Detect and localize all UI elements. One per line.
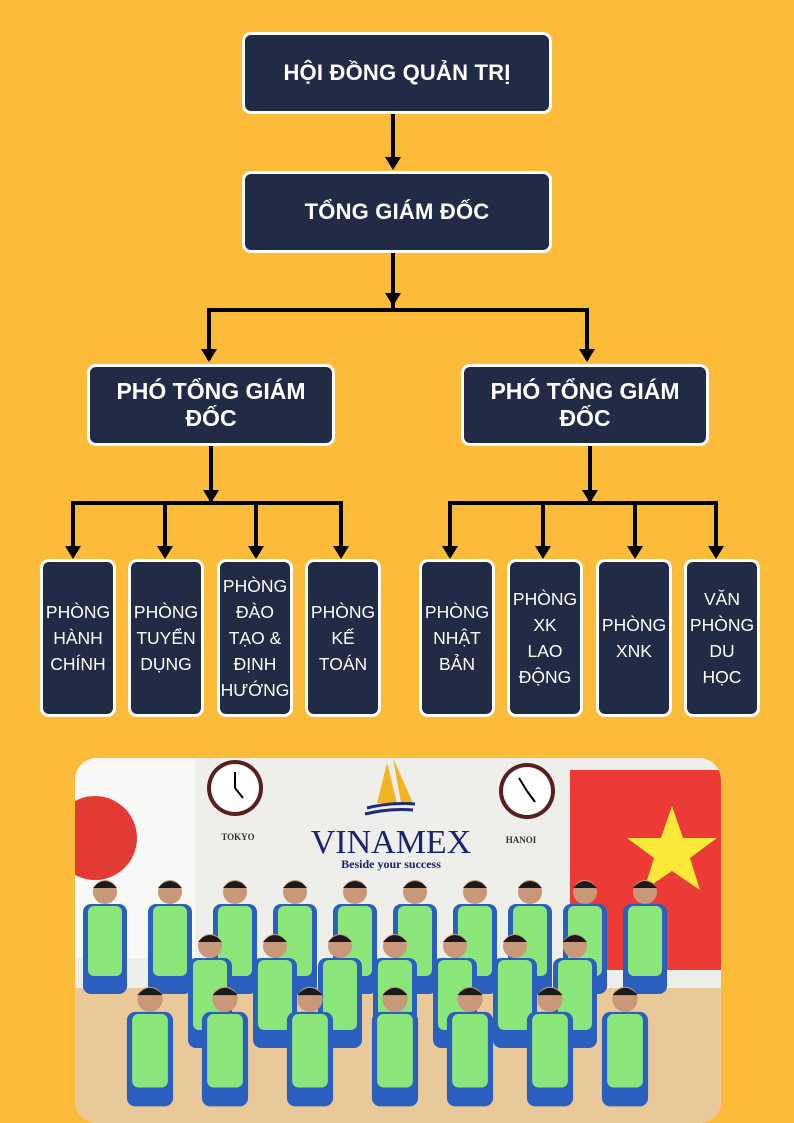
clock-hanoi	[499, 763, 555, 819]
deputy-ceo-left-box: PHÓ TỔNG GIÁM ĐỐC	[87, 364, 335, 446]
department-label-line: PHÒNG	[222, 576, 288, 596]
ceo-label: TỔNG GIÁM ĐỐC	[304, 199, 490, 224]
department-label-line: DU HỌC	[702, 641, 742, 687]
department-label-line: CHÍNH	[50, 654, 106, 674]
team-photo: TOKYO HANOI	[75, 758, 721, 1123]
department-label-line: PHÒNG	[689, 615, 755, 635]
department-label-line: TẠO &	[228, 628, 282, 648]
department-label-line: TOÁN	[318, 654, 368, 674]
branch-right-departments	[448, 501, 718, 552]
person	[83, 880, 127, 994]
logo-text: VINAMEX	[311, 824, 472, 861]
person	[493, 934, 537, 1048]
department-label-line: KẾ	[331, 628, 355, 648]
department-label-line: HƯỚNG	[220, 680, 290, 700]
department-label-line: XNK	[616, 641, 652, 661]
board-of-directors-box: HỘI ĐỒNG QUẢN TRỊ	[242, 32, 552, 114]
department-label: PHÒNG NHẬT BẢN	[425, 599, 489, 677]
department-label-line: DỤNG	[140, 654, 192, 674]
branch-ceo-deputies	[207, 308, 589, 360]
department-box: PHÒNG NHẬT BẢN	[419, 559, 495, 717]
department-label-line: VĂN	[704, 589, 740, 609]
person	[286, 986, 334, 1107]
deputy-label: PHÓ TỔNG GIÁM ĐỐC	[490, 378, 680, 431]
department-label: PHÒNG XK LAO ĐỘNG	[513, 586, 577, 690]
person	[148, 880, 192, 994]
department-label-line: TUYỂN	[136, 628, 196, 648]
department-label-line: HÀNH	[53, 628, 103, 648]
person	[253, 934, 297, 1048]
clock-tokyo	[207, 760, 263, 816]
person	[201, 986, 249, 1107]
person	[318, 934, 362, 1048]
person	[623, 880, 667, 994]
department-label: VĂN PHÒNG DU HỌC	[689, 586, 755, 690]
department-label-line: ĐÀO	[236, 602, 274, 622]
person	[526, 986, 574, 1107]
department-label-line: ĐỊNH	[233, 654, 277, 674]
deputy-ceo-right-box: PHÓ TỔNG GIÁM ĐỐC	[461, 364, 709, 446]
department-label-line: PHÒNG	[601, 615, 667, 635]
tokyo-label: TOKYO	[221, 832, 254, 842]
department-label: PHÒNG KẾ TOÁN	[311, 599, 375, 677]
person	[126, 986, 174, 1107]
department-box: PHÒNG XNK	[596, 559, 672, 717]
person	[333, 880, 377, 994]
department-box: PHÒNG KẾ TOÁN	[305, 559, 381, 717]
person	[446, 986, 494, 1107]
department-label-line: PHÒNG	[133, 602, 199, 622]
department-label: PHÒNG XNK	[602, 612, 666, 664]
department-label: PHÒNG TUYỂN DỤNG	[134, 599, 198, 677]
department-label-line: NHẬT	[433, 628, 481, 648]
department-label: PHÒNG ĐÀO TẠO & ĐỊNH HƯỚNG	[221, 573, 290, 703]
team-members	[83, 880, 667, 1107]
department-label-line: ĐỘNG	[518, 667, 572, 687]
department-label-line: XK	[533, 615, 557, 635]
branch-left-departments	[71, 501, 343, 552]
department-box: PHÒNG HÀNH CHÍNH	[40, 559, 116, 717]
department-label-line: PHÒNG	[310, 602, 376, 622]
department-label: PHÒNG HÀNH CHÍNH	[46, 599, 110, 677]
logo-slogan: Beside your success	[341, 857, 441, 871]
deputy-label: PHÓ TỔNG GIÁM ĐỐC	[116, 378, 306, 431]
department-box: PHÒNG TUYỂN DỤNG	[128, 559, 204, 717]
board-label: HỘI ĐỒNG QUẢN TRỊ	[283, 60, 511, 85]
department-label-line: LAO	[527, 641, 563, 661]
department-box: PHÒNG ĐÀO TẠO & ĐỊNH HƯỚNG	[217, 559, 293, 717]
ceo-box: TỔNG GIÁM ĐỐC	[242, 171, 552, 253]
connector-lines	[65, 114, 724, 559]
hanoi-label: HANOI	[506, 835, 537, 845]
department-label-line: PHÒNG	[424, 602, 490, 622]
vinamex-logo: VINAMEX Beside your success	[311, 758, 472, 871]
department-box: PHÒNG XK LAO ĐỘNG	[507, 559, 583, 717]
arrowheads	[65, 157, 724, 559]
person	[371, 986, 419, 1107]
department-label-line: PHÒNG	[45, 602, 111, 622]
department-box: VĂN PHÒNG DU HỌC	[684, 559, 760, 717]
department-label-line: BẢN	[439, 654, 475, 674]
department-label-line: PHÒNG	[512, 589, 578, 609]
person	[601, 986, 649, 1107]
